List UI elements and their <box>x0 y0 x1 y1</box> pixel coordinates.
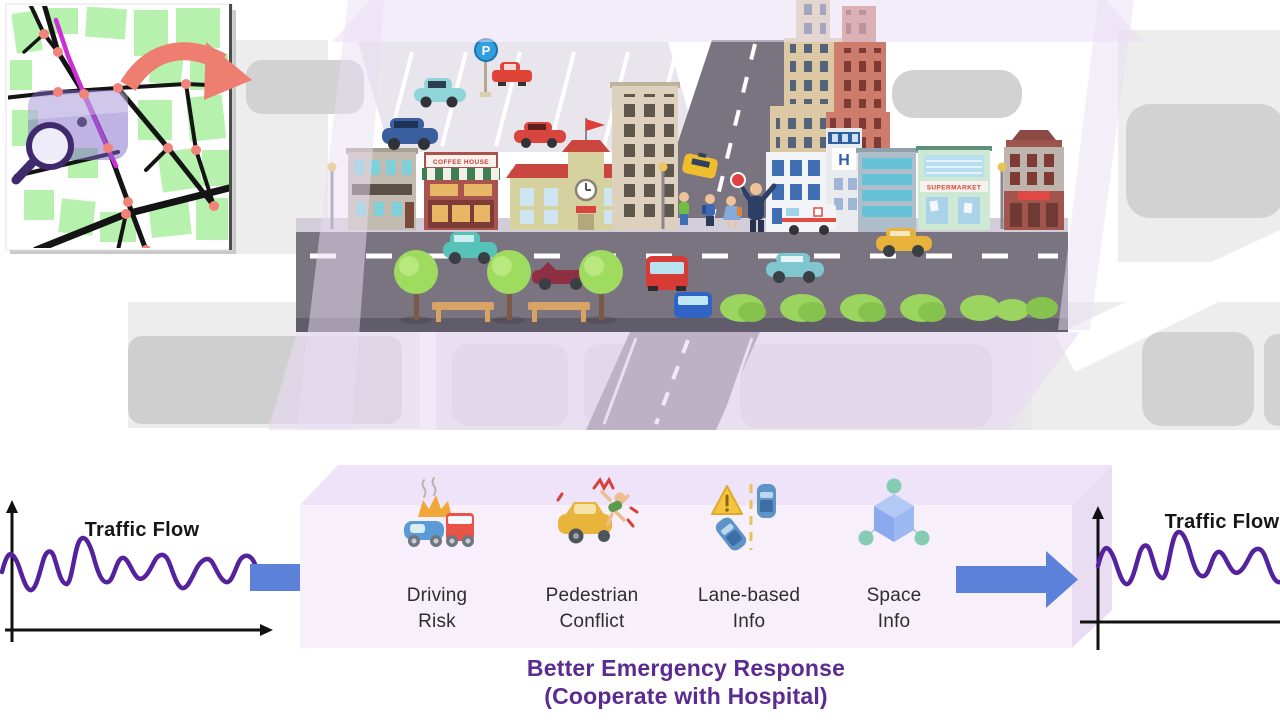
module-label: Conflict <box>560 611 625 632</box>
caption-line-2: (Cooperate with Hospital) <box>544 683 828 709</box>
blue-car-front <box>674 292 712 318</box>
map-inset <box>5 3 236 254</box>
pipeline: Traffic Flow Dr <box>2 465 1280 709</box>
parked-red-truck <box>492 62 532 86</box>
car-collision-icon <box>404 477 474 547</box>
highlight-box-bottom-face <box>268 332 1080 430</box>
module-label: Risk <box>418 611 456 632</box>
supermarket-sign: SUPERMARKET <box>927 185 982 192</box>
car-pedestrian-collision-icon <box>556 476 639 544</box>
street-trees <box>394 250 623 324</box>
taxi <box>682 152 718 179</box>
module-box-3d <box>300 465 1112 648</box>
lane-car-top-view <box>757 484 776 518</box>
map-intersection-nodes <box>39 29 219 248</box>
highlight-box-3d <box>268 0 1144 430</box>
output-wave <box>1098 532 1280 584</box>
output-traffic-flow-graph: Traffic Flow <box>1080 506 1280 650</box>
map-green-blocks <box>10 6 229 242</box>
lane-car-top-view-tilted <box>715 517 747 551</box>
map-block <box>246 60 364 114</box>
parked-teal-car <box>414 78 466 108</box>
caption-line-1: Better Emergency Response <box>527 655 845 681</box>
pedestrians <box>679 192 742 227</box>
svg-text:P: P <box>482 43 491 58</box>
output-traffic-flow-label: Traffic Flow <box>1165 511 1280 533</box>
building-theater <box>1004 130 1064 230</box>
hospital-sign: H <box>838 152 850 169</box>
teal-hatchback <box>443 232 497 264</box>
ambulance <box>782 204 836 235</box>
module-box-right-face <box>1072 465 1112 648</box>
parking-sign: P <box>474 38 498 97</box>
benches <box>432 302 590 322</box>
yellow-car <box>876 228 932 257</box>
building-apartment-tower <box>610 82 680 230</box>
input-traffic-flow-label: Traffic Flow <box>85 519 200 541</box>
coffee-house-sign: COFFEE HOUSE <box>433 159 489 166</box>
highlight-box-left-face <box>296 0 384 430</box>
red-van <box>646 256 688 291</box>
map-block <box>892 70 1022 118</box>
module-label: Info <box>733 611 766 632</box>
highlight-box-top-face <box>332 0 1144 42</box>
map-road-gap <box>1055 230 1280 372</box>
input-traffic-flow-graph: Traffic Flow <box>2 500 273 642</box>
stop-sign-icon <box>730 172 746 188</box>
flow-arrow-right-icon <box>956 551 1078 608</box>
input-wave <box>2 538 263 590</box>
map-inset-content <box>8 6 229 248</box>
parked-red-car <box>514 122 566 148</box>
building-hospital: H <box>766 128 862 232</box>
module-label: Space <box>867 585 922 606</box>
teal-sedan <box>766 253 824 283</box>
map-block <box>1126 104 1280 218</box>
zoom-arrow-icon <box>120 42 252 100</box>
building-supermarket: SUPERMARKET <box>916 146 992 230</box>
bushes <box>720 294 1058 322</box>
module-label: Lane-based <box>698 585 800 606</box>
parked-blue-suv <box>382 118 438 150</box>
lane-warning-icon <box>711 484 776 551</box>
module-label: Info <box>878 611 911 632</box>
building-coffee-house: COFFEE HOUSE <box>422 152 500 230</box>
maroon-convertible <box>532 262 590 290</box>
space-cube-icon <box>858 478 930 546</box>
map-block <box>1142 332 1254 426</box>
magnifier-icon <box>11 122 74 185</box>
upper-road <box>648 40 798 232</box>
map-block <box>1264 334 1280 426</box>
module-label: Driving <box>407 585 468 606</box>
building-glass-office <box>856 148 918 232</box>
crossing-guard <box>730 172 777 232</box>
highlight-box-right-face <box>1058 0 1134 330</box>
module-box-top-face <box>300 465 1112 505</box>
module-label: Pedestrian <box>546 585 639 606</box>
